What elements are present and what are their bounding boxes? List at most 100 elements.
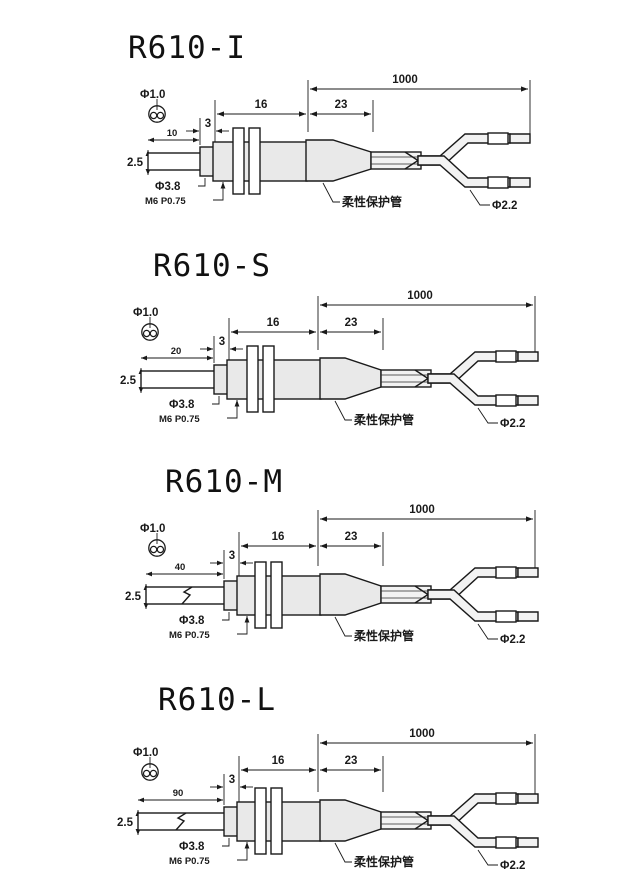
dimension-3-label: 3 (219, 336, 225, 348)
probe-length-label: 10 (167, 128, 178, 139)
dimension-16-label: 16 (272, 531, 285, 543)
dimension-probe-length: 10 (148, 128, 199, 143)
diagram-r610-m: R610-M Φ1.0 1000 16 (0, 434, 640, 654)
dimension-1000-label: 1000 (392, 74, 418, 86)
leader-cable-diameter: Φ2.2 (469, 189, 517, 212)
fiber-diameter-label: Φ1.0 (133, 307, 158, 319)
tube-diameter-label: Φ3.8 (169, 399, 195, 411)
flexible-sheath-label: 柔性保护管 (353, 628, 414, 643)
leader-tube-diameter: Φ3.8 (179, 838, 230, 853)
trunk-cable (370, 151, 422, 170)
probe-tube (140, 370, 217, 389)
diagram-r610-i: R610-I Φ1.0 1000 (0, 0, 640, 220)
ferrule-lower (487, 176, 509, 189)
diagram-svg-r610-i: R610-I Φ1.0 1000 (127, 30, 531, 212)
cable-lower-tip (509, 177, 531, 188)
probe-collar (223, 580, 239, 611)
flexible-sheath (319, 799, 382, 842)
tube-diameter-label: Φ3.8 (179, 615, 205, 627)
cable-lower-tip (517, 395, 539, 406)
dimension-23-label: 23 (345, 317, 358, 329)
ferrule-lower (495, 836, 517, 849)
flexible-sheath-label: 柔性保护管 (353, 854, 414, 869)
leader-thread-spec: M6 P0.75 (169, 842, 250, 867)
fiber-diameter-label: Φ1.0 (140, 89, 165, 101)
leader-flexible-sheath: 柔性保护管 (322, 182, 402, 209)
probe-collar (213, 364, 229, 395)
dimension-2-5: 2.5 (127, 150, 151, 175)
dimension-16-label: 16 (255, 99, 268, 111)
fiber-cross-section-symbol: Φ1.0 (133, 747, 159, 781)
diagram-r610-l: R610-L Φ1.0 1000 16 (0, 652, 640, 880)
hex-nut-1 (254, 787, 267, 855)
leader-cable-diameter: Φ2.2 (477, 623, 525, 646)
model-title: R610-L (158, 682, 276, 718)
leader-flexible-sheath: 柔性保护管 (334, 842, 414, 869)
dimension-3-label: 3 (229, 550, 235, 562)
dimension-16: 16 (238, 531, 316, 576)
dimension-2-5: 2.5 (125, 584, 149, 609)
probe-tube (147, 152, 203, 171)
dimension-2-5: 2.5 (117, 810, 141, 835)
probe-length-label: 90 (173, 788, 184, 799)
hex-nut-2 (262, 345, 275, 413)
dimension-16: 16 (214, 99, 306, 142)
ferrule-upper (495, 792, 517, 805)
ferrule-upper (495, 566, 517, 579)
probe-length-label: 20 (171, 346, 182, 357)
dimension-1000-label: 1000 (409, 504, 435, 516)
cable-diameter-label: Φ2.2 (500, 418, 525, 430)
height-2-5-label: 2.5 (120, 375, 137, 387)
diagram-svg-r610-l: R610-L Φ1.0 1000 16 (117, 682, 539, 872)
leader-flexible-sheath: 柔性保护管 (334, 400, 414, 427)
model-title: R610-M (165, 464, 283, 500)
leader-cable-diameter: Φ2.2 (477, 407, 525, 430)
fiber-cross-section-symbol: Φ1.0 (133, 307, 159, 341)
hex-nut-2 (270, 787, 283, 855)
leader-thread-spec: M6 P0.75 (159, 400, 240, 425)
leader-cable-diameter: Φ2.2 (477, 849, 525, 872)
flexible-sheath-label: 柔性保护管 (353, 412, 414, 427)
hex-nut-2 (248, 127, 261, 195)
dimension-probe-length: 40 (146, 562, 223, 577)
thread-label: M6 P0.75 (169, 856, 210, 867)
trunk-cable (380, 585, 432, 604)
leader-flexible-sheath: 柔性保护管 (334, 616, 414, 643)
thread-label: M6 P0.75 (159, 414, 200, 425)
dimension-23: 23 (310, 99, 374, 132)
leader-thread-spec: M6 P0.75 (169, 616, 250, 641)
tube-diameter-label: Φ3.8 (155, 181, 181, 193)
dimension-16: 16 (228, 317, 316, 360)
fiber-cross-section-symbol: Φ1.0 (140, 523, 166, 557)
break-symbol (175, 812, 187, 831)
dimension-1000: 1000 (317, 290, 536, 358)
fiber-cross-section-symbol: Φ1.0 (140, 89, 166, 123)
cable-lower-tip (517, 611, 539, 622)
flexible-sheath-label: 柔性保护管 (341, 194, 402, 209)
fiber-diameter-label: Φ1.0 (133, 747, 158, 759)
cable-upper-tip (517, 567, 539, 578)
dimension-1000: 1000 (317, 728, 536, 800)
flexible-sheath (319, 357, 382, 400)
trunk-cable (380, 369, 432, 388)
hex-nut-2 (270, 561, 283, 629)
cable-upper-tip (517, 351, 539, 362)
trunk-cable (380, 811, 432, 830)
probe-length-label: 40 (175, 562, 186, 573)
cable-lower-tip (517, 837, 539, 848)
tube-diameter-label: Φ3.8 (179, 841, 205, 853)
leader-thread-spec: M6 P0.75 (145, 182, 226, 207)
cable-diameter-label: Φ2.2 (500, 634, 525, 646)
dimension-1000-label: 1000 (407, 290, 433, 302)
fiber-diameter-label: Φ1.0 (140, 523, 165, 535)
leader-tube-diameter: Φ3.8 (169, 396, 220, 411)
model-title: R610-I (128, 30, 246, 66)
dimension-3-label: 3 (205, 118, 211, 130)
ferrule-lower (495, 394, 517, 407)
dimension-23-label: 23 (345, 531, 358, 543)
height-2-5-label: 2.5 (125, 591, 142, 603)
dimension-3: 3 (200, 336, 243, 363)
model-title: R610-S (153, 248, 271, 284)
cable-diameter-label: Φ2.2 (500, 860, 525, 872)
